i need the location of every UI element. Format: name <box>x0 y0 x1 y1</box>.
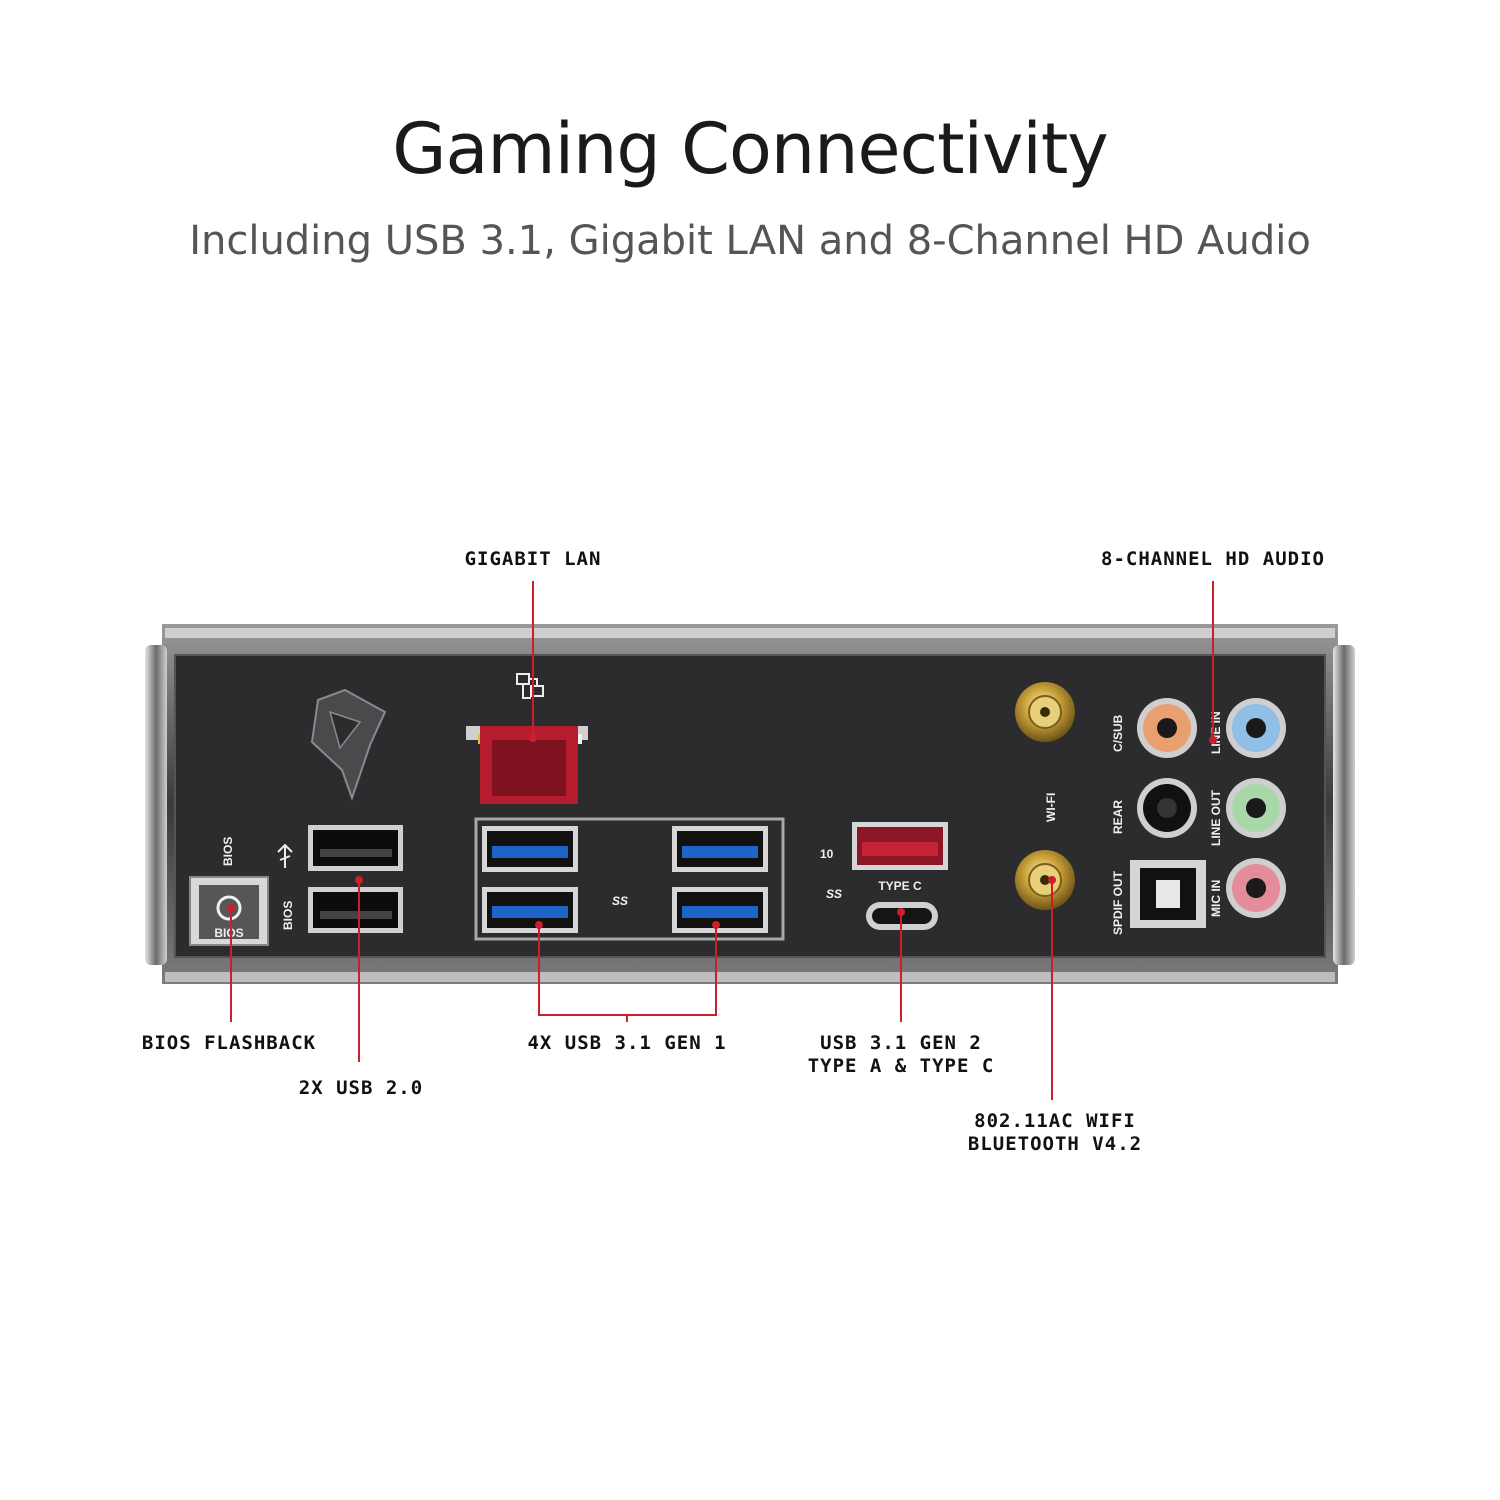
usb20-port-top[interactable] <box>308 825 403 871</box>
callout-usb31-gen2-line1: USB 3.1 GEN 2 <box>820 1032 982 1054</box>
callout-gigabit-lan: GIGABIT LAN <box>464 548 602 570</box>
bios-refresh-icon <box>216 895 242 921</box>
network-icon <box>516 673 544 699</box>
usb31-gen2-type-a-port[interactable] <box>852 822 948 870</box>
callout-wifi: 802.11AC WIFI BLUETOOTH V4.2 <box>945 1110 1165 1156</box>
spdif-out-label: SPDIF OUT <box>1111 870 1125 935</box>
gigabit-lan-port[interactable] <box>466 726 588 804</box>
wifi-antenna-bottom[interactable] <box>1015 850 1075 910</box>
leader-lines <box>230 581 1214 1100</box>
callout-wifi-line1: 802.11AC WIFI <box>974 1110 1136 1132</box>
line-out-label: LINE OUT <box>1209 789 1223 846</box>
bios-side-label: BIOS <box>281 901 295 930</box>
callout-usb31-gen2: USB 3.1 GEN 2 TYPE A & TYPE C <box>791 1032 1011 1078</box>
leader-dots <box>227 734 1217 929</box>
superspeed-10-icon: SS <box>826 887 842 901</box>
usb31-gen1-group-outline <box>474 817 785 941</box>
audio-jack-c-sub[interactable] <box>1137 698 1197 758</box>
usb31-gen1-port-4[interactable] <box>672 887 768 933</box>
c-sub-label: C/SUB <box>1111 714 1125 752</box>
superspeed-icon: SS <box>612 894 628 908</box>
usb20-port-bottom[interactable] <box>308 887 403 933</box>
leader-usb31-gen1 <box>538 925 717 1022</box>
callout-usb31-gen2-line2: TYPE A & TYPE C <box>807 1055 995 1077</box>
usb31-gen1-port-3[interactable] <box>482 887 578 933</box>
callout-usb31-gen1: 4X USB 3.1 GEN 1 <box>527 1032 727 1054</box>
audio-jack-line-in[interactable] <box>1226 698 1286 758</box>
mic-in-label: MIC IN <box>1209 880 1223 917</box>
audio-jack-rear[interactable] <box>1137 778 1197 838</box>
line-in-label: LINE IN <box>1209 711 1223 754</box>
usb31-gen1-port-2[interactable] <box>672 826 768 872</box>
bios-button-label: BIOS <box>214 926 243 940</box>
superspeed-10-sup: 10 <box>820 847 834 861</box>
usb31-gen1-port-1[interactable] <box>482 826 578 872</box>
callout-usb20: 2X USB 2.0 <box>298 1077 424 1099</box>
callout-hd-audio: 8-CHANNEL HD AUDIO <box>1101 548 1325 570</box>
callout-wifi-line2: BLUETOOTH V4.2 <box>967 1133 1143 1155</box>
type-c-label: TYPE C <box>878 879 922 893</box>
wifi-antenna-top[interactable] <box>1015 682 1075 742</box>
audio-jack-line-out[interactable] <box>1226 778 1286 838</box>
page-subtitle: Including USB 3.1, Gigabit LAN and 8-Cha… <box>189 218 1311 264</box>
bios-top-label: BIOS <box>221 837 235 866</box>
rog-logo-icon <box>310 688 387 802</box>
usb-icon <box>277 843 293 868</box>
page-title: Gaming Connectivity <box>392 108 1108 190</box>
audio-jack-mic-in[interactable] <box>1226 858 1286 918</box>
spdif-out-port[interactable] <box>1130 860 1206 928</box>
wifi-label: WI-FI <box>1044 793 1058 822</box>
rear-label: REAR <box>1111 800 1125 834</box>
callout-bios-flashback: BIOS FLASHBACK <box>141 1032 317 1054</box>
